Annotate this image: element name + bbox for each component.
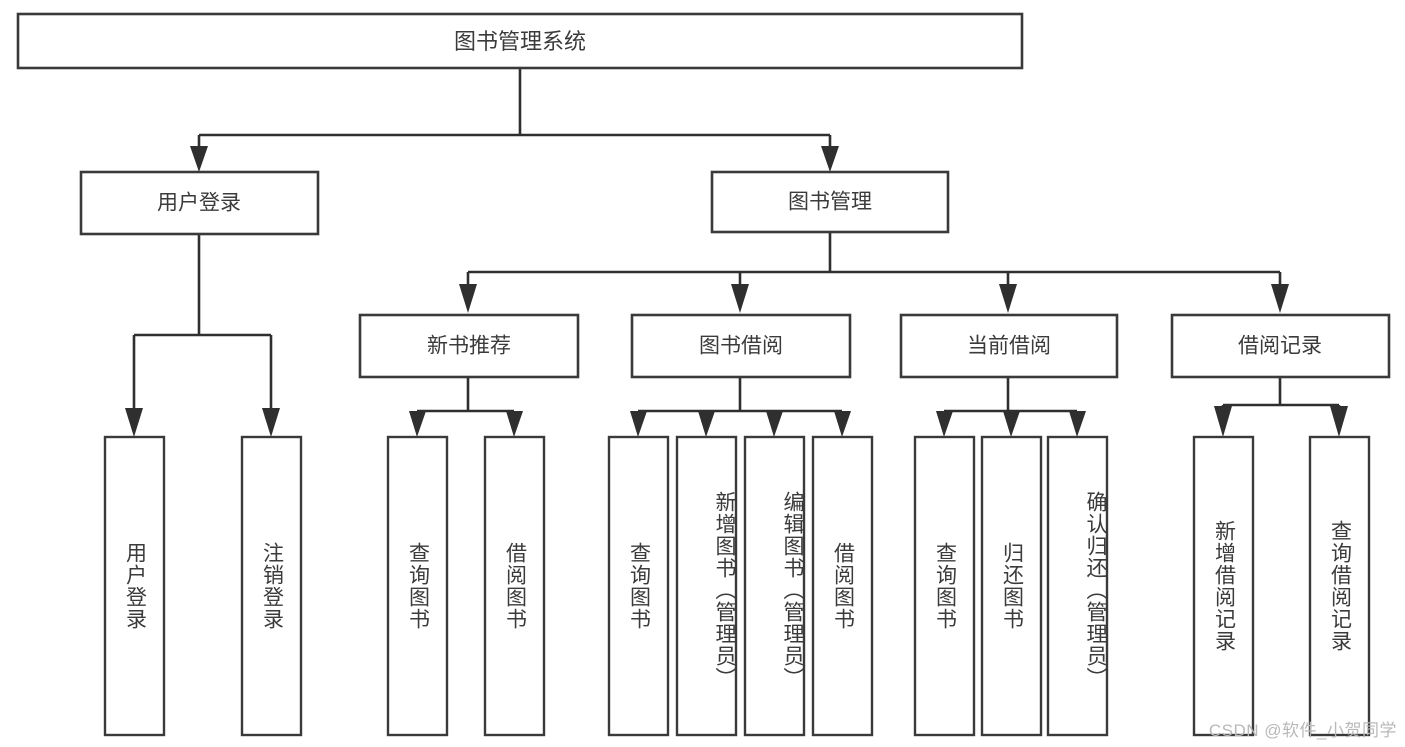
arrow-head-leaf-add-record bbox=[1214, 406, 1232, 437]
node-leaf-query-record-box[interactable] bbox=[1308, 435, 1371, 737]
node-leaf-return-book-box[interactable] bbox=[980, 435, 1043, 737]
node-new-book-rec-box[interactable] bbox=[358, 313, 580, 379]
arrow-head-leaf-borrow-book-1 bbox=[506, 411, 523, 437]
csdn-watermark: CSDN @软件_小贺同学 bbox=[1208, 721, 1397, 740]
node-root-label: 图书管理系统 bbox=[454, 29, 586, 54]
arrow-head-current-borrow bbox=[999, 284, 1017, 313]
node-book-manage-label: 图书管理 bbox=[788, 191, 872, 214]
node-leaf-confirm-return-box[interactable] bbox=[1046, 435, 1109, 737]
arrow-head-new-book-rec bbox=[459, 284, 477, 313]
node-borrow-record[interactable]: 借阅记录 bbox=[1170, 313, 1391, 379]
leaf-box-layer bbox=[103, 435, 1371, 737]
node-current-borrow-label: 当前借阅 bbox=[967, 335, 1051, 358]
arrow-head-leaf-confirm-return bbox=[1069, 411, 1086, 437]
arrow-head-leaf-return-book bbox=[1003, 411, 1020, 437]
node-new-book-rec[interactable]: 新书推荐 bbox=[358, 313, 580, 379]
arrow-head-leaf-edit-book bbox=[766, 411, 783, 437]
node-user-login[interactable]: 用户登录 bbox=[79, 170, 320, 236]
arrow-head-book-borrow bbox=[731, 284, 749, 313]
node-book-borrow[interactable]: 图书借阅 bbox=[630, 313, 852, 379]
arrow-head-user-login bbox=[190, 146, 208, 172]
arrow-head-book-manage bbox=[821, 146, 839, 172]
node-leaf-borrow-book-2-box[interactable] bbox=[811, 435, 874, 737]
node-user-login-label: 用户登录 bbox=[157, 192, 241, 215]
connector-layer bbox=[125, 68, 1348, 437]
node-current-borrow-box[interactable] bbox=[899, 313, 1119, 379]
node-book-manage[interactable]: 图书管理 bbox=[710, 170, 950, 234]
arrow-head-leaf-query-book-3 bbox=[936, 411, 953, 437]
arrow-head-leaf-user-login bbox=[125, 408, 143, 437]
arrow-head-leaf-add-book bbox=[698, 411, 715, 437]
node-leaf-query-book-2-box[interactable] bbox=[607, 435, 670, 737]
node-leaf-edit-book-box[interactable] bbox=[743, 435, 806, 737]
node-leaf-logout-box[interactable] bbox=[240, 435, 303, 737]
node-leaf-user-login-box[interactable] bbox=[103, 435, 166, 737]
node-current-borrow[interactable]: 当前借阅 bbox=[899, 313, 1119, 379]
node-leaf-add-book-box[interactable] bbox=[675, 435, 738, 737]
node-book-manage-box[interactable] bbox=[710, 170, 950, 234]
node-borrow-record-label: 借阅记录 bbox=[1238, 335, 1322, 358]
node-user-login-box[interactable] bbox=[79, 170, 320, 236]
arrow-head-borrow-record bbox=[1271, 284, 1289, 313]
node-root[interactable]: 图书管理系统 bbox=[16, 12, 1024, 70]
arrow-head-leaf-query-record bbox=[1330, 406, 1348, 437]
arrow-head-leaf-query-book-1 bbox=[409, 411, 426, 437]
arrow-head-leaf-query-book-2 bbox=[630, 411, 647, 437]
node-borrow-record-box[interactable] bbox=[1170, 313, 1391, 379]
node-leaf-query-book-3-box[interactable] bbox=[913, 435, 976, 737]
node-leaf-add-record-box[interactable] bbox=[1192, 435, 1255, 737]
node-book-borrow-label: 图书借阅 bbox=[699, 335, 783, 358]
arrow-head-leaf-logout bbox=[262, 408, 280, 437]
arrow-head-leaf-borrow-book-2 bbox=[834, 411, 851, 437]
node-new-book-rec-label: 新书推荐 bbox=[427, 335, 511, 358]
node-leaf-borrow-book-1-box[interactable] bbox=[483, 435, 546, 737]
node-root-box[interactable] bbox=[16, 12, 1024, 70]
node-leaf-query-book-1-box[interactable] bbox=[386, 435, 449, 737]
node-book-borrow-box[interactable] bbox=[630, 313, 852, 379]
